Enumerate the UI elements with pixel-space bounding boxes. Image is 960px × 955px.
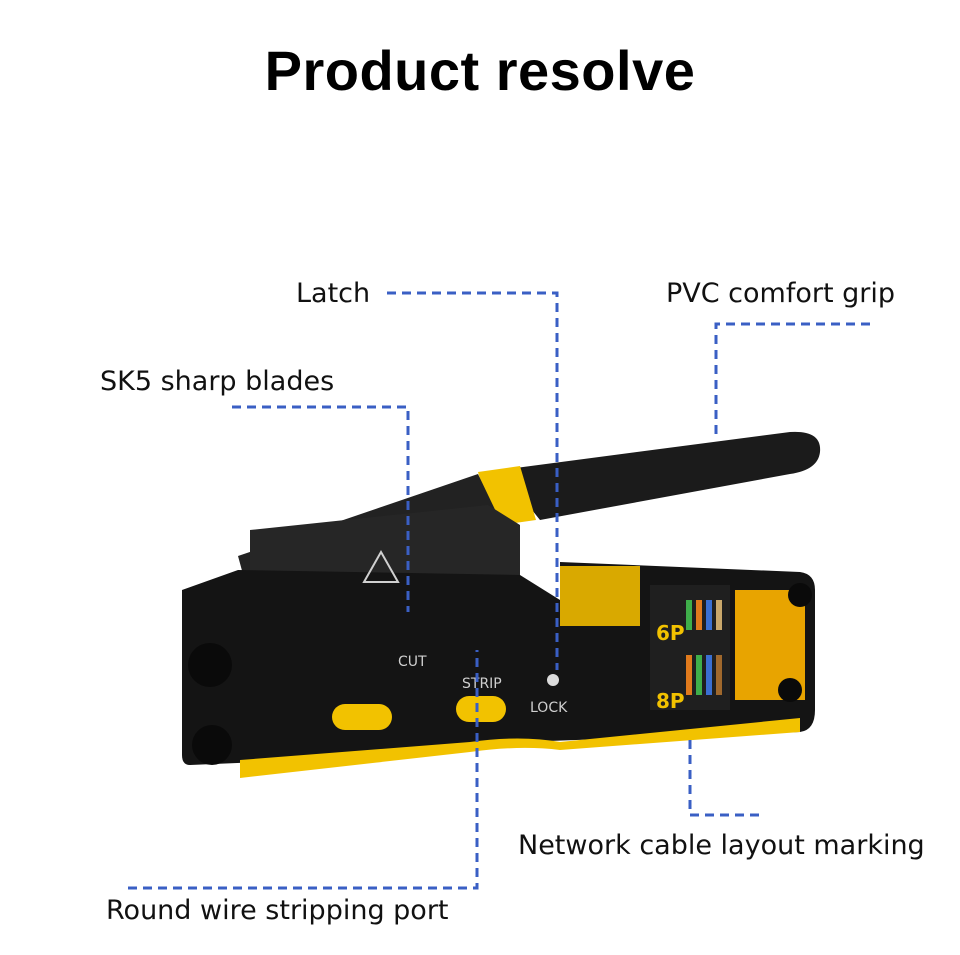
marking-leader xyxy=(688,740,765,817)
marking-label: Network cable layout marking xyxy=(518,830,925,861)
cut-marking: CUT xyxy=(398,654,427,670)
rivet-right-top xyxy=(788,583,812,607)
grip-leader xyxy=(714,322,870,440)
grip-label: PVC comfort grip xyxy=(666,278,896,309)
warning-icon xyxy=(362,549,400,583)
rivet-right-bottom xyxy=(778,678,802,702)
lock-button xyxy=(547,674,559,686)
color-codes xyxy=(686,600,722,695)
crimp-die xyxy=(560,566,640,626)
page-title: Product resolve xyxy=(264,39,696,102)
yellow-base xyxy=(240,718,800,778)
rivet-bottom xyxy=(192,725,232,765)
lock-marking: LOCK xyxy=(530,700,568,716)
8p-marking: 8P xyxy=(656,689,685,713)
strip-port-leader xyxy=(128,650,479,890)
strip-marking: STRIP xyxy=(462,676,502,692)
strip-slot-left xyxy=(332,704,392,730)
latch-leader xyxy=(387,291,559,670)
blades-label: SK5 sharp blades xyxy=(100,366,335,397)
rivet-top xyxy=(188,643,232,687)
6p-marking: 6P xyxy=(656,621,685,645)
strip-port-label: Round wire stripping port xyxy=(106,895,449,926)
latch-label: Latch xyxy=(296,278,371,309)
pvc-grip xyxy=(500,431,821,520)
strip-slot-center xyxy=(456,696,506,722)
